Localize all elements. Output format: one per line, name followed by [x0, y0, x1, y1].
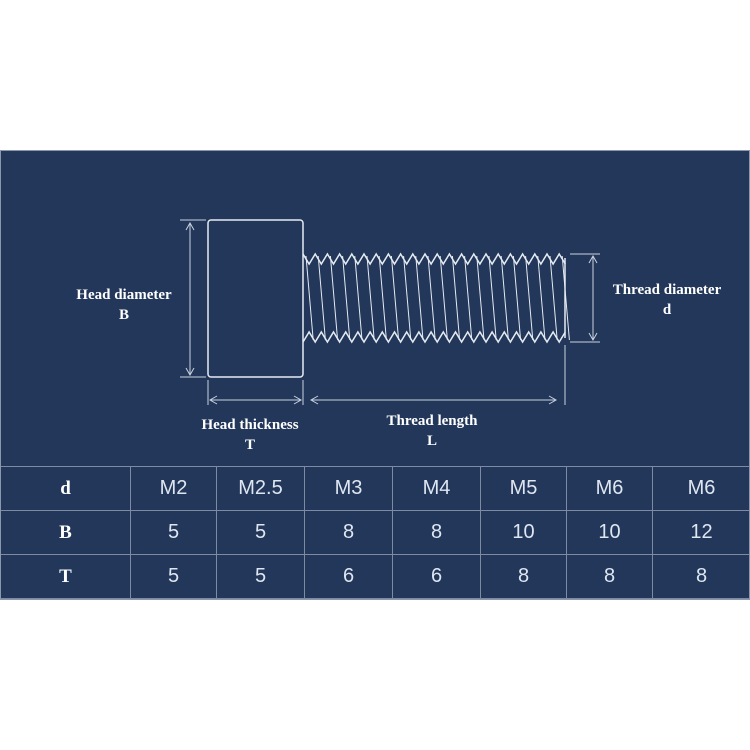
thread-helix-line	[317, 255, 326, 341]
thread-helix-line	[403, 255, 412, 341]
table-cell: 5	[216, 554, 305, 599]
thread-helix-line	[378, 255, 387, 341]
thread-helix-line	[305, 255, 314, 341]
arrow-down-icon	[588, 332, 598, 342]
arrow-down-icon	[185, 367, 195, 377]
table-row-b: B 5 5 8 8 10 10 12	[0, 510, 750, 555]
thread-helix-line	[488, 255, 497, 341]
arrow-up-icon	[588, 254, 598, 264]
thread-helix-line	[525, 255, 534, 341]
arrow-left-icon	[208, 395, 218, 405]
table-row-d: d M2 M2.5 M3 M4 M5 M6 M6	[0, 466, 750, 511]
table-cell: M6	[652, 466, 750, 511]
row-header: d	[0, 466, 131, 511]
thread-helix-line	[464, 255, 473, 341]
table-cell: 5	[130, 554, 217, 599]
screw-head-icon	[207, 219, 304, 378]
table-cell: 12	[652, 510, 750, 555]
table-cell: 6	[304, 554, 393, 599]
arrow-up-icon	[185, 221, 195, 231]
thread-length-symbol: L	[426, 433, 437, 449]
table-cell: 8	[566, 554, 653, 599]
row-header: B	[0, 510, 131, 555]
thread-helix-line	[342, 255, 351, 341]
table-cell: M2.5	[216, 466, 305, 511]
thread-length-label: Thread length	[386, 413, 478, 429]
head-diameter-symbol: B	[118, 307, 129, 323]
thread-diameter-label: Thread diameter	[612, 282, 722, 298]
thread-helix-line	[390, 255, 400, 341]
table-cell: M2	[130, 466, 217, 511]
thread-helix-line	[354, 255, 363, 341]
thread-helix-line	[451, 255, 461, 341]
arrow-right-icon	[293, 395, 303, 405]
head-thickness-label: Head thickness	[201, 417, 299, 433]
table-cell: 5	[216, 510, 305, 555]
thread-helix-line	[329, 255, 339, 341]
arrow-left-icon	[309, 395, 319, 405]
row-header: T	[0, 554, 131, 599]
screw-thread-icon	[302, 252, 570, 344]
table-cell: M6	[566, 466, 653, 511]
screw-diagram	[180, 219, 600, 405]
thread-diameter-symbol: d	[662, 302, 672, 318]
thread-helix-line	[512, 255, 522, 341]
table-cell: 8	[480, 554, 567, 599]
table-cell: 5	[130, 510, 217, 555]
thread-helix-line	[415, 255, 424, 341]
spec-table: d M2 M2.5 M3 M4 M5 M6 M6 B 5 5 8 8 10 10…	[0, 466, 750, 599]
table-cell: M3	[304, 466, 393, 511]
thread-helix-line	[476, 255, 485, 341]
table-cell: 10	[480, 510, 567, 555]
table-cell: 8	[304, 510, 393, 555]
arrow-right-icon	[548, 395, 558, 405]
head-diameter-label: Head diameter	[76, 287, 172, 303]
thread-helix-line	[549, 255, 558, 341]
thread-helix-line	[366, 255, 375, 341]
thread-helix-line	[537, 255, 546, 341]
thread-helix-line	[439, 255, 448, 341]
thread-profile	[302, 330, 566, 344]
table-cell: 8	[392, 510, 481, 555]
thread-profile	[302, 252, 566, 266]
table-cell: 8	[652, 554, 750, 599]
thread-helix-line	[427, 255, 436, 341]
head-thickness-symbol: T	[244, 437, 255, 453]
table-cell: 10	[566, 510, 653, 555]
table-cell: M4	[392, 466, 481, 511]
thread-helix-line	[561, 255, 570, 341]
table-cell: M5	[480, 466, 567, 511]
table-row-t: T 5 5 6 6 8 8 8	[0, 554, 750, 599]
thread-helix-line	[500, 255, 509, 341]
table-cell: 6	[392, 554, 481, 599]
